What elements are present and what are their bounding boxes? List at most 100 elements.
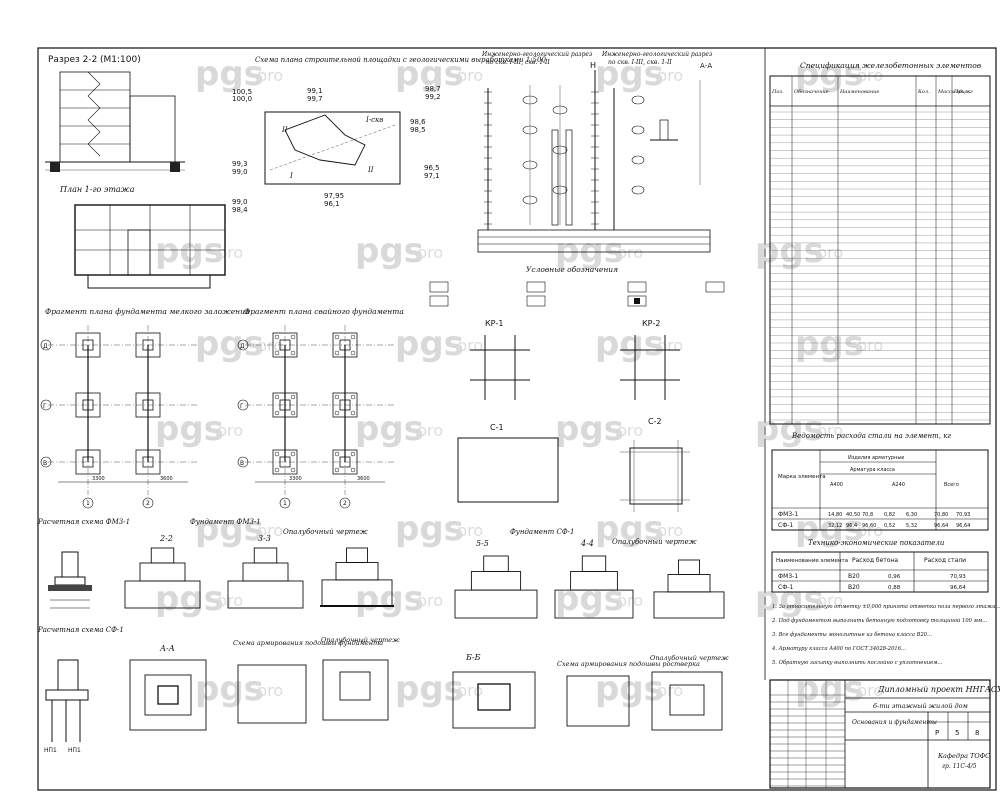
fragment-shallow: Фрагмент плана фундамента мелкого заложе… [40,307,250,509]
watermark-brand: pgs [755,579,824,619]
steel-head-class: Арматура класса [850,467,895,473]
borehole-label: II [281,126,288,134]
c2-label: С-2 [648,417,662,426]
geo-right-sub: по скв. I-III, скв. 1-II [608,59,672,66]
c1-label: С-1 [490,423,504,432]
watermark-suffix: pro [657,336,683,355]
elevation-mark: 99,3 [232,160,248,168]
steel-cell: 96,60 [862,523,876,529]
elevation-mark: 99,2 [425,93,441,101]
elevation-mark: 98,7 [425,85,441,93]
tech-row-v2: 70,93 [950,574,966,580]
elevation-mark: 100,0 [232,95,252,103]
spec-header-cell: Обозначение [794,88,829,95]
watermark-brand: pgs [155,409,224,449]
stamp-sheet-title: Основания и фундаменты [852,719,937,726]
steel-head-a240: А240 [892,482,905,488]
elevation-mark: 96,1 [324,200,340,208]
floor-plan: План 1-го этажа [59,185,226,289]
rebar-scheme-2: Схема армирования подошвы ростверка [557,660,700,668]
watermark-suffix: pro [817,591,843,610]
spec-header-cell: Поз. [771,89,784,95]
steel-row-mark: СФ-1 [778,522,794,529]
watermark-brand: pgs [795,509,864,549]
steel-head-a400: А400 [830,482,843,488]
tech-head-name: Наименование элемента [776,558,848,564]
steel-cell: 6,30 [906,512,917,518]
tech-row-class: В20 [848,584,860,591]
steel-cell: 70,93 [956,512,970,518]
geo-left-sub: по скв. I-III, скв. 1-II [486,59,550,66]
watermark-brand: pgs [195,324,264,364]
steel-cell: 96,64 [934,523,948,529]
borehole-label: II [367,166,374,174]
watermark-brand: pgs [155,579,224,619]
watermark-suffix: pro [817,243,843,262]
watermark-suffix: pro [657,66,683,85]
watermark-brand: pgs [795,54,864,94]
watermark-suffix: pro [617,591,643,610]
watermark-suffix: pro [257,681,283,700]
watermark-brand: pgs [395,669,464,709]
watermark-brand: pgs [355,231,424,271]
section-scale: (М1:100) [100,55,141,65]
elevation-mark: 100,5 [232,88,252,96]
elevation-mark: 97,95 [324,192,344,200]
watermark-brand: pgs [755,231,824,271]
geo-left-title: Инженерно-геологический разрез [481,51,592,58]
cut-5-5: 5-5 [476,539,489,548]
watermark-suffix: pro [217,421,243,440]
watermark-brand: pgs [795,324,864,364]
watermark-brand: pgs [555,231,624,271]
borehole-label: I-скв [365,116,383,124]
steel-row-mark: ФМ3-1 [778,511,798,518]
spec-header-cell: Наименование [839,89,879,95]
watermark-brand: pgs [395,54,464,94]
fragment-right-title: Фрагмент плана свайного фундамента [244,307,404,316]
note-line: 5. Обратную засыпку выполнить послойно с… [772,659,943,666]
watermark-suffix: pro [457,66,483,85]
geo-section-left: Инженерно-геологический разрез по скв. I… [477,51,711,253]
steel-cell: 0,82 [884,512,895,518]
borehole-label: I [289,172,293,180]
dimension: 3300 [92,476,105,482]
title-block: Дипломный проект ННГАСУ 6-ти этажный жил… [769,679,1000,789]
watermark-brand: pgs [595,54,664,94]
steel-head-items: Изделия арматурные [848,455,904,461]
watermark-suffix: pro [417,421,443,440]
spec-header-cell: Кол. [917,89,930,95]
legend: Условные обозначения [429,265,725,307]
tech-row-v2: 96,64 [950,585,966,591]
spec-title: Спецификация железобетонных элементов [800,61,982,70]
cut-a-a: А-А [159,644,175,653]
steel-cell: 40,50 [846,512,860,518]
elevation-mark: 98,4 [232,206,248,214]
watermark-brand: pgs [355,579,424,619]
formwork-1: Опалубочный чертеж [283,528,368,536]
watermark-brand: pgs [595,509,664,549]
geo-section-right: Инженерно-геологический разрез по скв. I… [601,51,712,230]
fragment-left-title: Фрагмент плана фундамента мелкого заложе… [45,307,250,316]
sheet-frame [37,47,997,791]
watermark-brand: pgs [195,509,264,549]
kr1-label: КР-1 [485,319,503,328]
formwork-4: Опалубочный чертеж [650,654,729,662]
formwork-3: Опалубочный чертеж [321,636,400,644]
stamp-sheet: 5 [955,729,959,737]
steel-title: Ведомость расхода стали на элемент, кг [791,432,951,440]
floor-plan-title: План 1-го этажа [59,185,135,194]
steel-head-mark: Марка элемента [778,474,826,480]
geo-right-title: Инженерно-геологический разрез [601,51,712,58]
elevation-mark: 99,0 [232,168,248,176]
elevation-mark: 98,5 [410,126,426,134]
spec-header-cell: Масса ед., кг [937,89,973,95]
axis-label: 1 [283,500,287,507]
watermark-brand: pgs [795,669,864,709]
watermark-brand: pgs [755,409,824,449]
elevation-mark: 99,7 [307,95,323,103]
axis-label: Г [240,403,244,410]
cut-2-2: 2-2 [159,534,173,543]
